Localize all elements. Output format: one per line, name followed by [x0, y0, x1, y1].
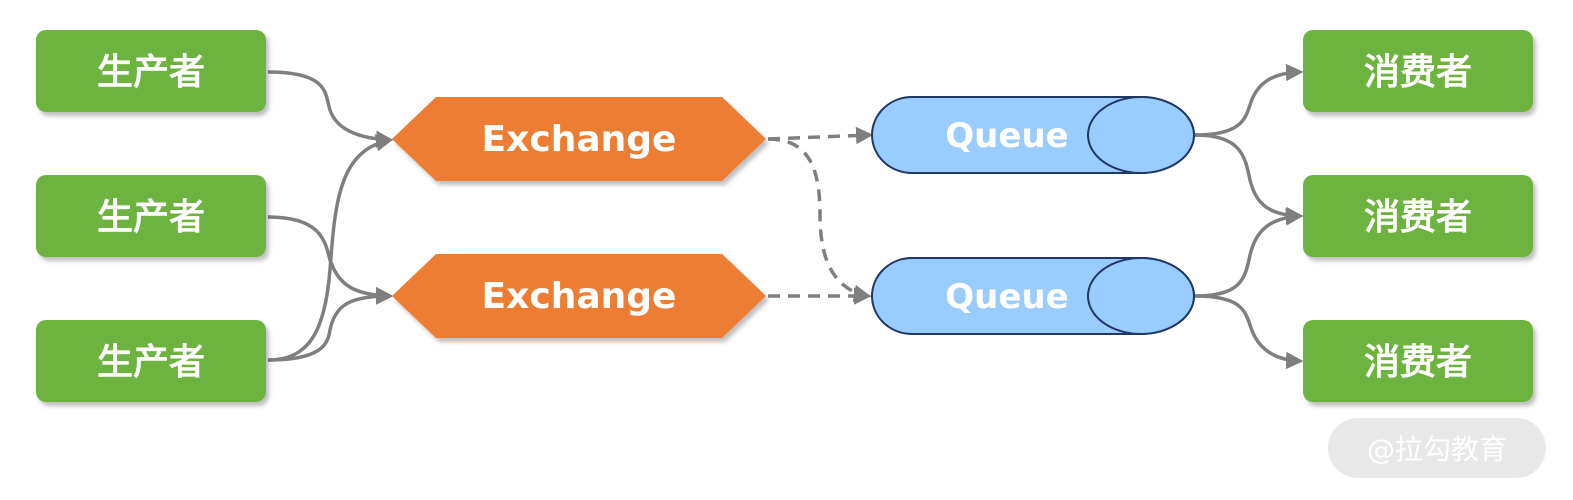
- consumer-2-label: 消费者: [1364, 197, 1472, 238]
- queue-1-label: Queue: [945, 116, 1068, 156]
- watermark-text: @拉勾教育: [1367, 433, 1507, 466]
- producer-1-label: 生产者: [97, 52, 205, 93]
- exchange-connectors: [767, 126, 874, 305]
- connector-q2-c2: [1194, 208, 1304, 298]
- producer-3: 生产者: [36, 320, 266, 402]
- queue-2-label: Queue: [945, 277, 1068, 317]
- watermark: @拉勾教育: [1328, 418, 1546, 478]
- producer-1: 生产者: [36, 30, 266, 112]
- consumer-3-label: 消费者: [1364, 342, 1472, 383]
- exchange-1: Exchange: [392, 97, 766, 181]
- consumer-1: 消费者: [1303, 30, 1533, 112]
- queue-2: Queue: [871, 257, 1195, 335]
- consumer-connectors: [1194, 63, 1304, 370]
- connector-q2-c3: [1194, 294, 1304, 370]
- connector-p1-e1: [267, 70, 394, 149]
- queue-1: Queue: [871, 96, 1195, 174]
- consumer-2: 消费者: [1303, 175, 1533, 257]
- producer-3-label: 生产者: [97, 342, 205, 383]
- connector-e1-q1: [767, 126, 874, 145]
- producer-2: 生产者: [36, 175, 266, 257]
- exchange-2-label: Exchange: [482, 276, 677, 317]
- consumer-1-label: 消费者: [1364, 52, 1472, 93]
- producer-connectors: [267, 70, 394, 362]
- producer-2-label: 生产者: [97, 197, 205, 238]
- exchange-2: Exchange: [392, 254, 766, 338]
- connector-p3-e1: [267, 134, 394, 362]
- consumer-3: 消费者: [1303, 320, 1533, 402]
- connector-q1-c2: [1194, 133, 1304, 225]
- connector-p3-e2: [267, 287, 394, 362]
- exchange-1-label: Exchange: [482, 119, 677, 160]
- connector-e1-q2: [767, 137, 872, 303]
- connector-q1-c1: [1194, 63, 1304, 137]
